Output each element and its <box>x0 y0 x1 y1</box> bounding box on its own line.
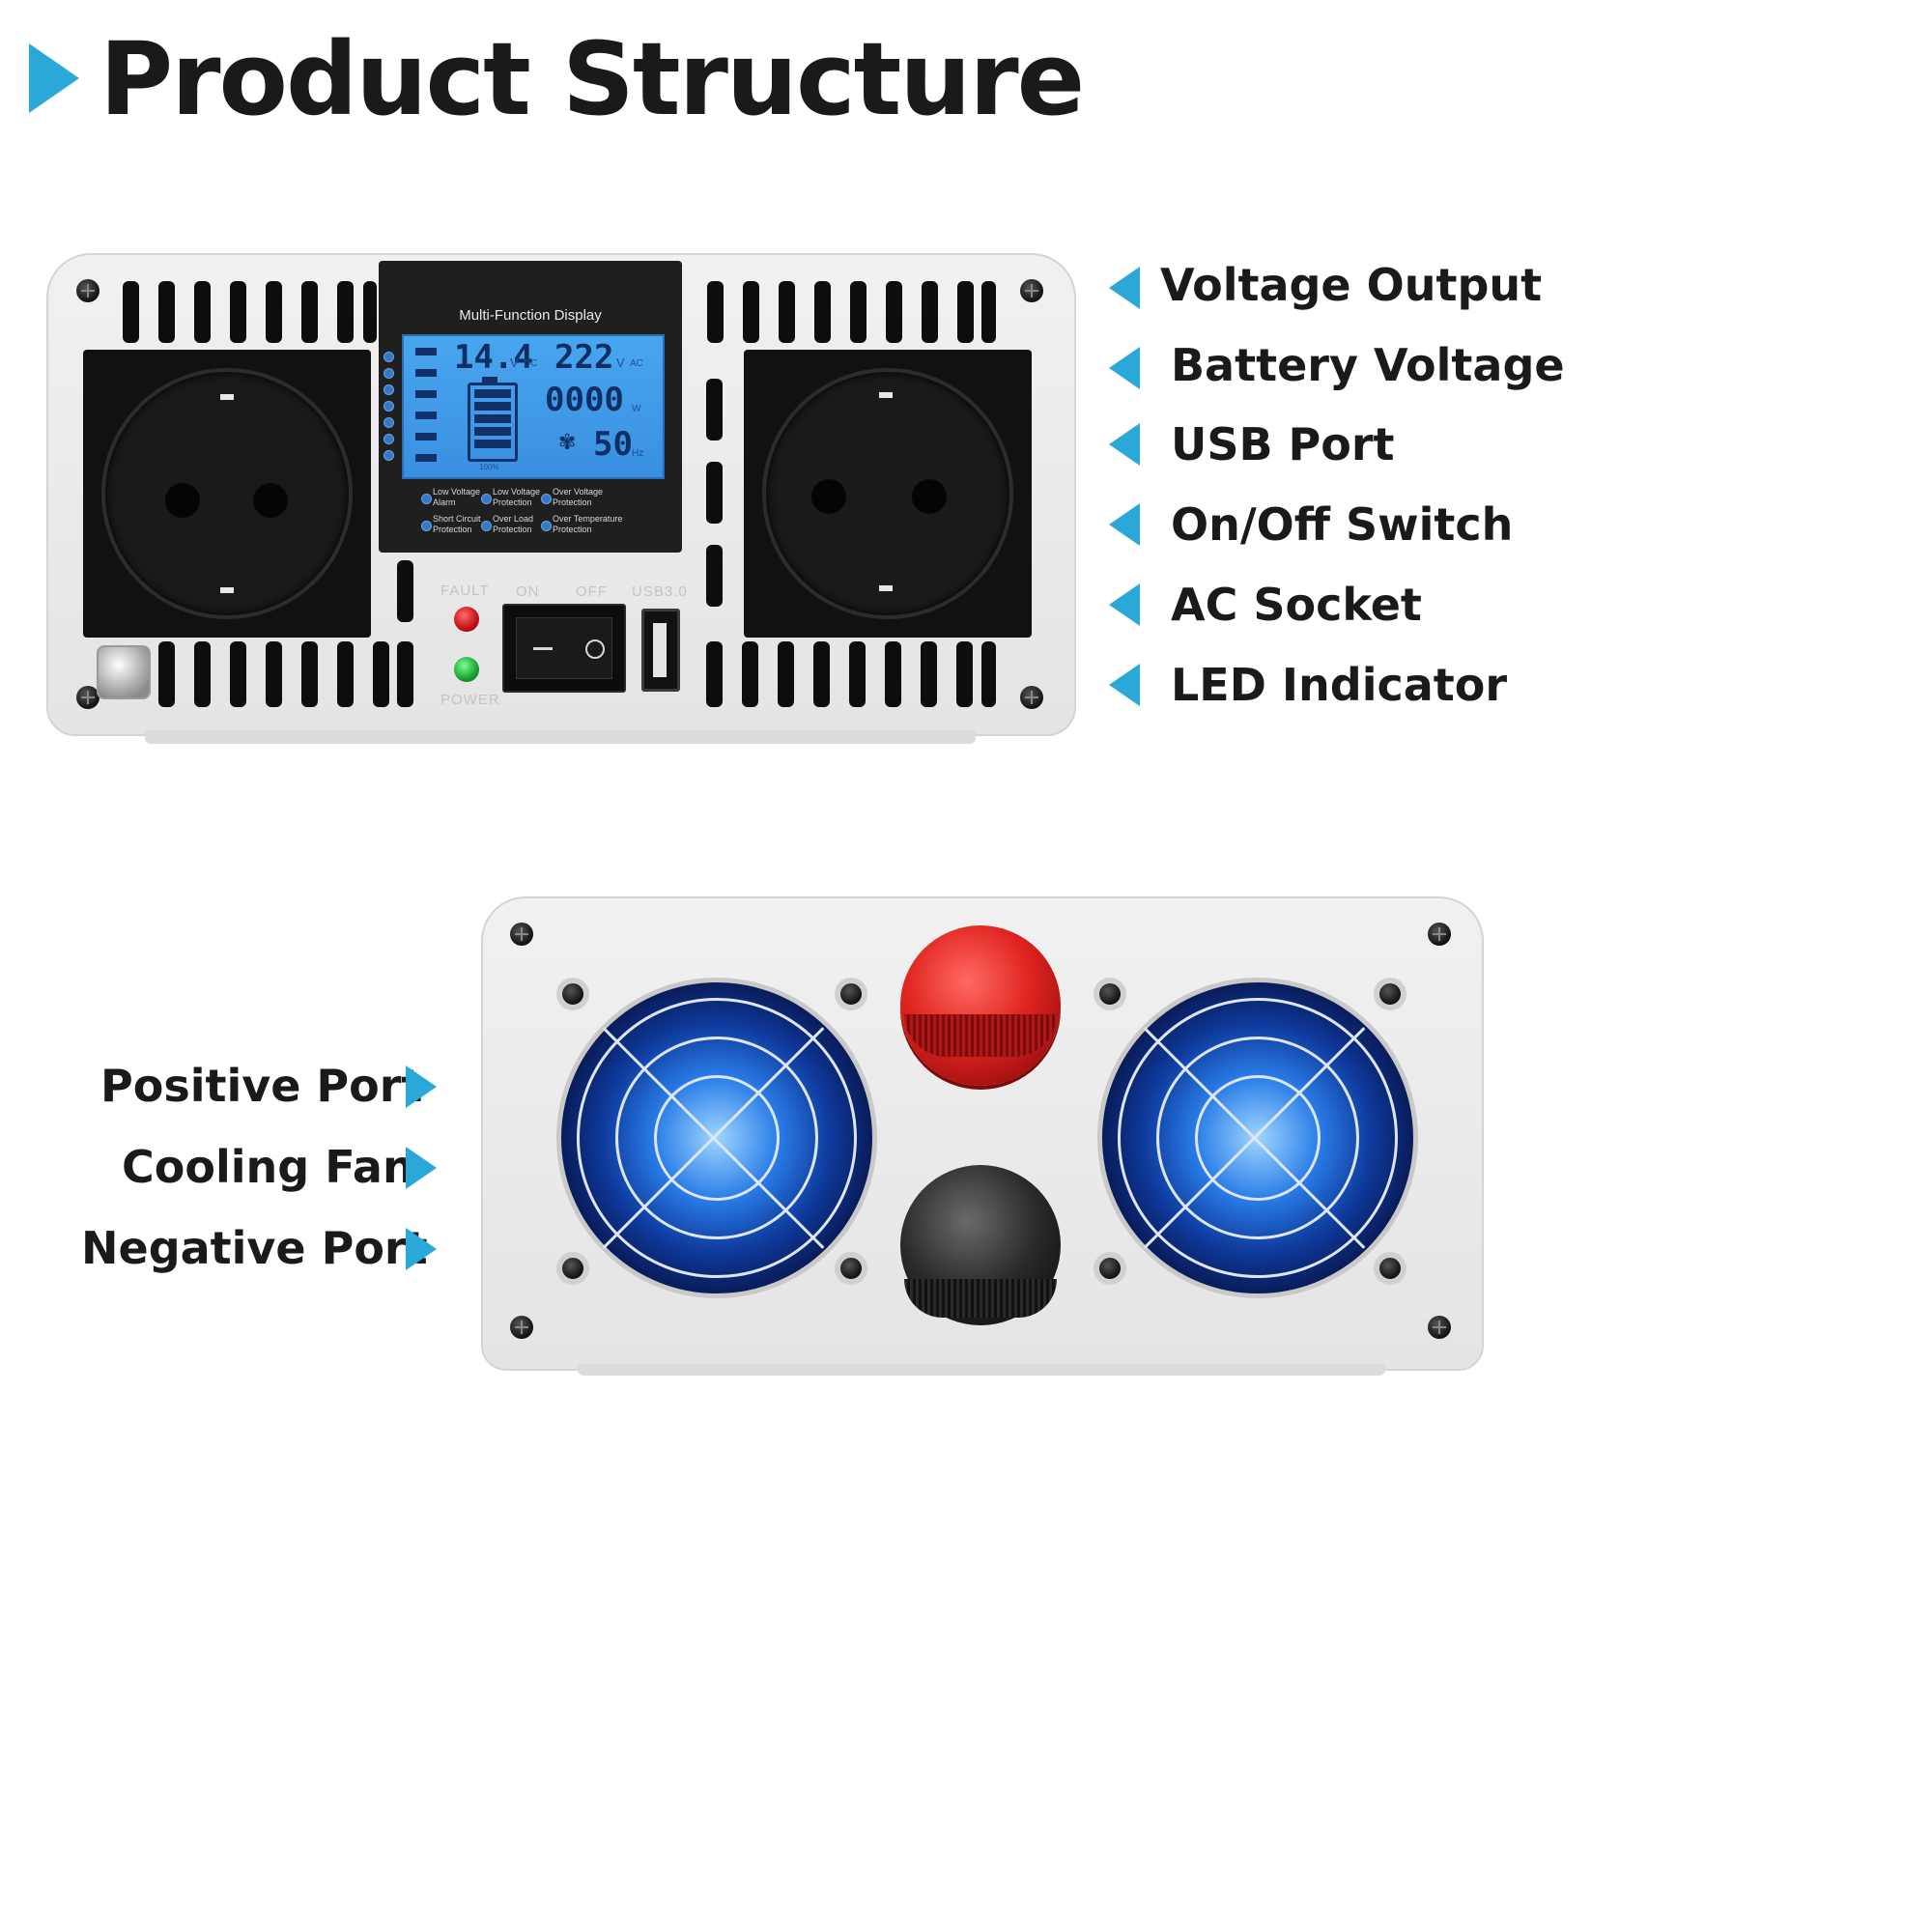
ac-socket-left[interactable] <box>83 350 371 638</box>
switch-off-label: OFF <box>576 583 608 600</box>
socket-clip <box>879 585 893 591</box>
indicator-dot <box>384 368 394 379</box>
title-marker-icon <box>29 43 79 113</box>
fan-screw-icon <box>556 978 589 1010</box>
fan-screw-icon <box>1094 1252 1126 1285</box>
screw-icon <box>76 686 99 709</box>
socket-ring <box>762 368 1013 619</box>
pointer-icon <box>1109 583 1140 626</box>
dc-voltage-readout: 14.4 <box>454 338 533 377</box>
pointer-icon <box>1109 267 1140 309</box>
fault-label: FAULT <box>440 582 490 599</box>
cooling-fan-right <box>1097 978 1418 1298</box>
indicator-dot <box>384 434 394 444</box>
pointer-icon <box>406 1147 437 1189</box>
ac-voltage-readout: 222 <box>554 338 614 377</box>
ac-socket-right[interactable] <box>744 350 1032 638</box>
label-negative-port: Negative Port <box>81 1222 428 1274</box>
label-battery-voltage: Battery Voltage <box>1171 339 1565 391</box>
front-panel-base <box>145 730 976 744</box>
battery-level: 100% <box>479 463 499 471</box>
screw-icon <box>76 279 99 302</box>
indicator-dot <box>384 450 394 461</box>
ac-unit: V <box>616 355 625 370</box>
power-unit: W <box>632 404 641 414</box>
label-voltage-output: Voltage Output <box>1160 259 1543 311</box>
fan-icon: ✾ <box>558 431 577 455</box>
screw-icon <box>1020 279 1043 302</box>
pointer-icon <box>1109 503 1140 546</box>
ac-suffix: AC <box>630 358 643 369</box>
screw-icon <box>510 923 533 946</box>
switch-on-label: ON <box>516 583 540 600</box>
multi-function-display: Multi-Function Display 14.4 V DC 222 V A… <box>379 261 682 553</box>
indicator-dot <box>384 417 394 428</box>
socket-hole <box>253 483 288 518</box>
label-ac-socket: AC Socket <box>1171 579 1422 631</box>
socket-hole <box>912 479 947 514</box>
frequency-readout: 50 <box>593 425 633 464</box>
power-readout: 0000 <box>545 381 624 419</box>
pointer-icon <box>1109 664 1140 706</box>
switch-off-mark <box>585 639 605 659</box>
indicator-dot <box>384 401 394 412</box>
socket-hole <box>165 483 200 518</box>
fan-screw-icon <box>1374 1252 1406 1285</box>
fan-screw-icon <box>1094 978 1126 1010</box>
pointer-icon <box>406 1228 437 1270</box>
pointer-icon <box>1109 347 1140 389</box>
usb-label: USB3.0 <box>632 583 688 600</box>
switch-on-mark <box>533 647 553 650</box>
indicator-dot <box>384 352 394 362</box>
frequency-unit: Hz <box>632 448 644 459</box>
fan-screw-icon <box>835 1252 867 1285</box>
lcd-screen: 14.4 V DC 222 V AC 100% 0000 W ✾ 50 Hz <box>402 334 665 479</box>
display-title: Multi-Function Display <box>459 307 602 324</box>
fan-screw-icon <box>1374 978 1406 1010</box>
socket-ring <box>101 368 353 619</box>
pointer-icon <box>1109 423 1140 466</box>
screw-icon <box>1428 923 1451 946</box>
screw-icon <box>1428 1316 1451 1339</box>
label-on-off-switch: On/Off Switch <box>1171 498 1514 551</box>
fault-led <box>454 607 479 632</box>
power-led <box>454 657 479 682</box>
negative-terminal[interactable] <box>900 1165 1061 1325</box>
screw-icon <box>510 1316 533 1339</box>
rear-panel-base <box>578 1364 1385 1376</box>
screw-icon <box>1020 686 1043 709</box>
usb-port[interactable] <box>641 609 680 692</box>
ground-terminal[interactable] <box>97 645 151 699</box>
socket-clip <box>220 587 234 593</box>
socket-clip <box>879 392 893 398</box>
cooling-fan-left <box>556 978 877 1298</box>
positive-terminal[interactable] <box>900 925 1061 1086</box>
label-led-indicator: LED Indicator <box>1171 659 1508 711</box>
label-cooling-fan: Cooling Fan <box>122 1141 414 1193</box>
dc-unit: V <box>510 355 519 370</box>
fan-screw-icon <box>835 978 867 1010</box>
socket-clip <box>220 394 234 400</box>
battery-icon <box>468 377 518 462</box>
label-positive-port: Positive Port <box>100 1060 423 1112</box>
pointer-icon <box>406 1065 437 1108</box>
fan-screw-icon <box>556 1252 589 1285</box>
on-off-switch[interactable] <box>502 604 626 693</box>
page-title: Product Structure <box>99 20 1085 138</box>
dc-suffix: DC <box>524 358 538 369</box>
indicator-dot <box>384 384 394 395</box>
power-label: POWER <box>440 692 500 708</box>
socket-hole <box>811 479 846 514</box>
label-usb-port: USB Port <box>1171 418 1395 470</box>
